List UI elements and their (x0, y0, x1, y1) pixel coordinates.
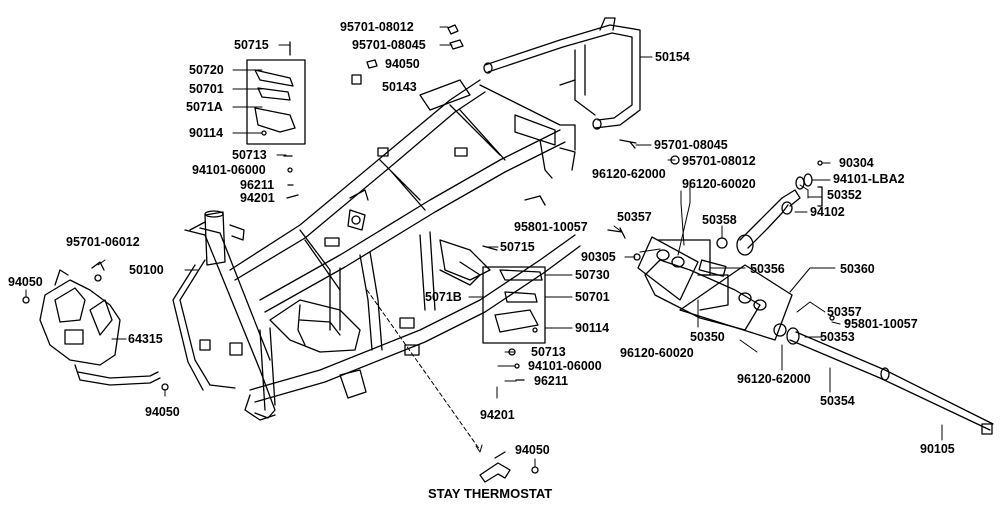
label-95701-06012: 95701-06012 (66, 235, 140, 249)
label-50713-top: 50713 (232, 148, 267, 162)
label-50100: 50100 (129, 263, 164, 277)
label-50356: 50356 (750, 262, 785, 276)
label-50701-mid: 50701 (575, 290, 610, 304)
label-50354: 50354 (820, 394, 855, 408)
label-90105: 90105 (920, 442, 955, 456)
label-90304: 90304 (839, 156, 874, 170)
label-50701-top: 50701 (189, 82, 224, 96)
rear-rack-drawing (484, 18, 640, 129)
label-94101-06000-top: 94101-06000 (192, 163, 266, 177)
step-plate-group-mid (483, 246, 545, 343)
label-50730: 50730 (575, 268, 610, 282)
label-90114-mid: 90114 (575, 321, 610, 335)
label-50353: 50353 (820, 330, 855, 344)
label-96120-62000-b: 96120-62000 (737, 372, 811, 386)
label-50143: 50143 (382, 80, 417, 94)
engine-link-drawing (638, 161, 993, 434)
label-94050-top: 94050 (385, 57, 420, 71)
hardware-drawing (23, 25, 679, 390)
label-96120-60020-a: 96120-60020 (682, 177, 756, 191)
label-64315: 64315 (128, 332, 163, 346)
label-stay-thermostat: STAY THERMOSTAT (428, 486, 553, 501)
label-95701-08012-top: 95701-08012 (340, 20, 414, 34)
step-plate-group-top (247, 42, 305, 144)
label-95801-10057-b: 95801-10057 (844, 317, 918, 331)
label-96120-62000-a: 96120-62000 (592, 167, 666, 181)
label-96120-60020-b: 96120-60020 (620, 346, 694, 360)
main-frame-drawing (173, 80, 580, 420)
label-50350: 50350 (690, 330, 725, 344)
label-50357-b: 50357 (827, 305, 862, 319)
label-94101-LBA2: 94101-LBA2 (833, 172, 905, 186)
label-50715-mid: 50715 (500, 240, 535, 254)
label-50715-top: 50715 (234, 38, 269, 52)
label-94050-bottom-left: 94050 (145, 405, 180, 419)
leader-lines (26, 27, 942, 467)
label-5071B: 5071B (425, 290, 462, 304)
label-50154: 50154 (655, 50, 690, 64)
label-50352: 50352 (827, 188, 862, 202)
label-95701-08045-top: 95701-08045 (352, 38, 426, 52)
label-94102: 94102 (810, 205, 845, 219)
label-95701-08045-mid: 95701-08045 (654, 138, 728, 152)
label-50720: 50720 (189, 63, 224, 77)
label-94201-mid: 94201 (480, 408, 515, 422)
label-90114-top: 90114 (189, 126, 224, 140)
label-50357-a: 50357 (617, 210, 652, 224)
label-50360: 50360 (840, 262, 875, 276)
label-94050-bottom: 94050 (515, 443, 550, 457)
label-95701-08012-mid: 95701-08012 (682, 154, 756, 168)
label-95801-10057-a: 95801-10057 (514, 220, 588, 234)
label-5071A: 5071A (186, 100, 223, 114)
label-96211-mid: 96211 (534, 374, 569, 388)
front-bracket-drawing (40, 270, 160, 385)
label-94101-06000-mid: 94101-06000 (528, 359, 602, 373)
label-50358: 50358 (702, 213, 737, 227)
label-90305: 90305 (581, 250, 616, 264)
label-94050-left: 94050 (8, 275, 43, 289)
label-94201-top: 94201 (240, 191, 275, 205)
group-brackets (658, 187, 822, 310)
label-96211-top: 96211 (240, 178, 275, 192)
label-50713-mid: 50713 (531, 345, 566, 359)
